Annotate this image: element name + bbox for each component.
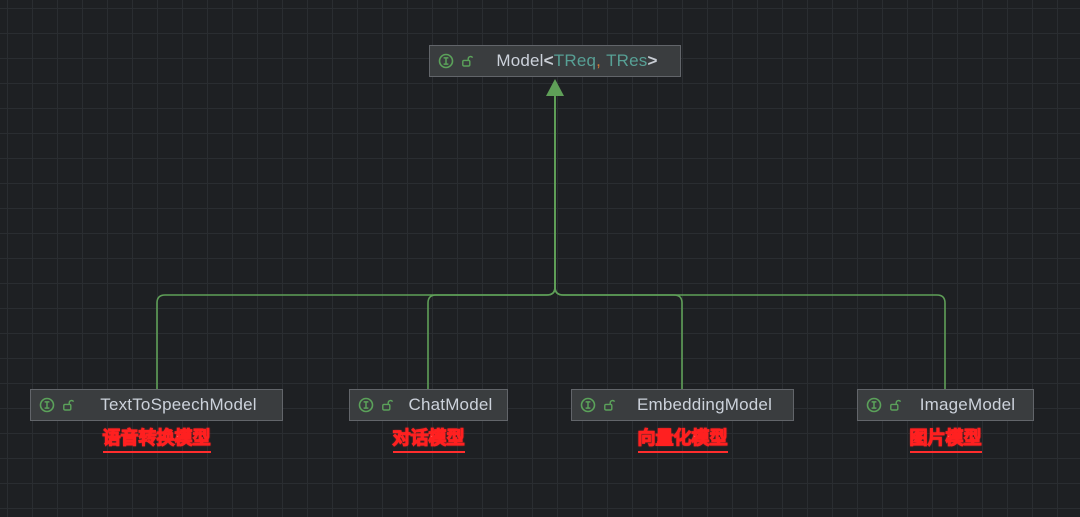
interface-icon — [438, 53, 454, 69]
annotation-wrap: 向量化模型 — [571, 427, 794, 453]
unlock-icon — [61, 397, 77, 413]
node-model[interactable]: Model<TReq,TRes> — [429, 45, 681, 77]
node-model-title: Model<TReq,TRes> — [482, 51, 672, 71]
generic-close-bracket: > — [647, 51, 658, 70]
type-param-tres: TRes — [606, 51, 648, 70]
unlock-icon — [380, 397, 396, 413]
node-title: ChatModel — [408, 395, 493, 414]
interface-icon — [39, 397, 55, 413]
node-title: ImageModel — [919, 395, 1016, 414]
annotation-wrap: 图片模型 — [857, 427, 1034, 453]
child-group-embeddingmodel: EmbeddingModel 向量化模型 — [571, 389, 794, 453]
annotation-wrap: 语音转换模型 — [30, 427, 283, 453]
annotation-label: 语音转换模型 — [102, 427, 211, 453]
generic-separator: , — [596, 51, 602, 70]
node-title: TextToSpeechModel — [100, 395, 257, 414]
child-group-chatmodel: ChatModel 对话模型 — [349, 389, 508, 453]
interface-icon — [358, 397, 374, 413]
interface-icon — [580, 397, 596, 413]
interface-icon — [866, 397, 882, 413]
annotation-label: 向量化模型 — [637, 427, 728, 453]
edge-embeddingmodel — [554, 96, 683, 389]
unlock-icon — [602, 397, 618, 413]
type-param-treq: TReq — [553, 51, 597, 70]
annotation-label: 图片模型 — [909, 427, 982, 453]
edge-imagemodel — [554, 96, 946, 389]
annotation-wrap: 对话模型 — [349, 427, 508, 453]
node-imagemodel[interactable]: ImageModel — [857, 389, 1034, 421]
child-group-imagemodel: ImageModel 图片模型 — [857, 389, 1034, 453]
node-chatmodel[interactable]: ChatModel — [349, 389, 508, 421]
edge-texttospeechmodel — [156, 96, 556, 389]
child-group-texttospeechmodel: TextToSpeechModel 语音转换模型 — [30, 389, 283, 453]
edge-chatmodel — [427, 96, 556, 389]
node-texttospeechmodel[interactable]: TextToSpeechModel — [30, 389, 283, 421]
unlock-icon — [888, 397, 904, 413]
annotation-label: 对话模型 — [392, 427, 465, 453]
unlock-icon — [460, 53, 476, 69]
node-title: EmbeddingModel — [636, 395, 773, 414]
node-embeddingmodel[interactable]: EmbeddingModel — [571, 389, 794, 421]
generic-open-bracket: < — [543, 51, 554, 70]
inheritance-arrow-head — [546, 79, 564, 96]
class-name: Model — [496, 51, 544, 70]
